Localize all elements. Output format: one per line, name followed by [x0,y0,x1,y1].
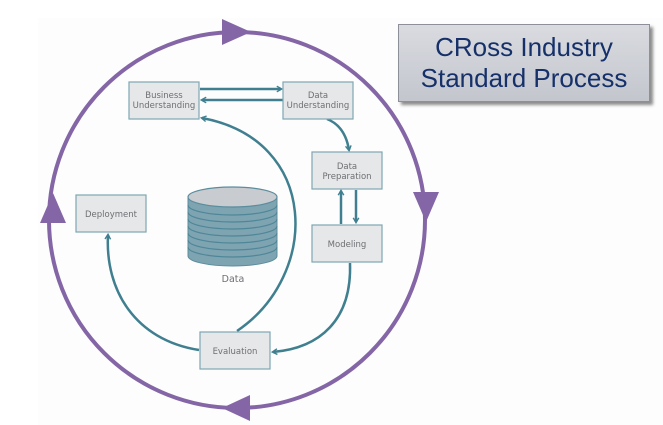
data-preparation-label-line2: Preparation [322,172,371,182]
arrow-evaluation-to-deployment [108,235,200,352]
modeling-label: Modeling [328,240,367,250]
evaluation-label: Evaluation [213,347,258,357]
data-understanding-label-line1: Data [308,91,328,101]
cycle-arrow-bottom-icon [222,395,250,421]
phase-modeling: Modeling [311,224,383,263]
business-label-line2: Understanding [133,101,196,111]
phase-data-understanding: Data Understanding [282,81,354,120]
data-understanding-label-line2: Understanding [287,101,350,111]
cycle-arrow-left-icon [40,193,66,223]
title-banner: CRoss Industry Standard Process [398,24,650,102]
cycle-arrow-top-icon [222,19,251,45]
arrow-data-understanding-to-preparation [326,117,349,150]
data-preparation-label-line1: Data [337,162,357,172]
phase-deployment: Deployment [75,194,147,233]
phase-evaluation: Evaluation [199,331,271,370]
database-cylinder-icon [187,186,278,267]
arrow-modeling-to-evaluation [273,262,352,352]
phase-business-understanding: Business Understanding [128,81,200,120]
cycle-arrow-right-icon [413,192,439,222]
arrow-evaluation-to-business [202,118,297,333]
title-line-1: CRoss Industry [435,32,613,62]
phase-data-preparation: Data Preparation [311,151,383,190]
business-label-line1: Business [145,91,183,101]
deployment-label: Deployment [85,210,138,220]
data-store-label: Data [222,274,245,285]
title-line-2: Standard Process [420,63,628,93]
